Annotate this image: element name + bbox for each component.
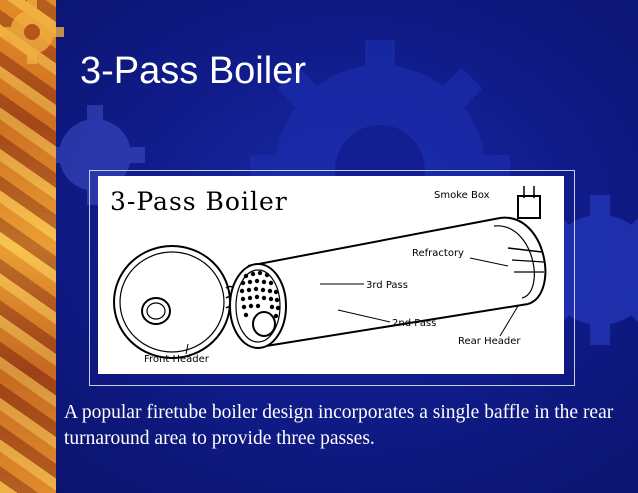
slide-caption: A popular firetube boiler design incorpo…: [64, 402, 614, 449]
figure-frame: [89, 170, 575, 386]
label-rear-header: Rear Header: [458, 336, 521, 347]
label-refractory: Refractory: [412, 248, 464, 259]
leader-lines: [185, 257, 519, 355]
slide-title: 3-Pass Boiler: [80, 50, 306, 92]
fire-tubes: [239, 270, 281, 319]
diagram-heading: 3-Pass Boiler: [110, 187, 288, 216]
front-header-door: [113, 245, 231, 359]
label-second-pass: 2nd Pass: [392, 318, 436, 329]
label-front-header: Front Header: [144, 354, 210, 365]
boiler-diagram: 3-Pass Boiler: [98, 176, 564, 374]
decorative-side-strip: [0, 0, 56, 493]
label-third-pass: 3rd Pass: [366, 280, 408, 291]
smoke-box: [517, 186, 541, 219]
gear-icon: [0, 0, 64, 64]
label-smoke-box: Smoke Box: [434, 190, 490, 201]
